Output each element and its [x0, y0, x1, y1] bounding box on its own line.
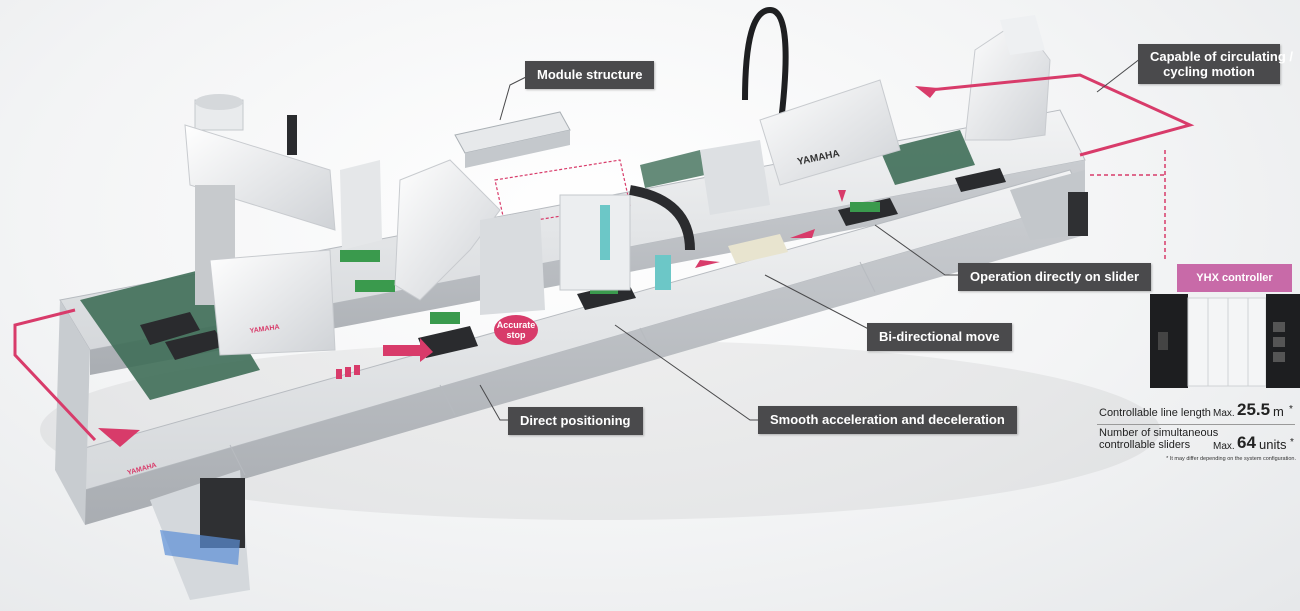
spec-sliders-unit: units	[1259, 437, 1287, 452]
callout-smooth-accel: Smooth acceleration and deceleration	[758, 406, 1017, 434]
spec-note: * It may differ depending on the system …	[1166, 456, 1296, 462]
spec-line-length-star: *	[1289, 404, 1293, 415]
spec-sliders-label-line2: controllable sliders	[1099, 439, 1191, 451]
yamaha-logo-scara: YAMAHA	[249, 324, 280, 335]
accurate-stop-line1: Accurate	[496, 320, 536, 330]
dispenser-unit	[559, 185, 695, 291]
callout-circulating-line1: Capable of circulating /	[1150, 49, 1294, 64]
scara-robot-left	[184, 94, 382, 356]
motion-arrows	[98, 86, 938, 447]
spec-divider	[1097, 424, 1295, 425]
circulation-path	[13, 73, 1195, 442]
callout-bidirectional: Bi-directional move	[867, 323, 1012, 351]
callout-circulating-line2: cycling motion	[1163, 64, 1255, 79]
left-return-unit	[55, 300, 250, 600]
scara-robot-top: YAMAHA	[700, 6, 901, 215]
spec-line-length-label: Controllable line length	[1099, 407, 1211, 419]
spec-line-length-value: 25.5	[1237, 400, 1271, 419]
controller-title: YHX controller	[1177, 264, 1292, 292]
spec-sliders-star: *	[1290, 437, 1294, 448]
callout-module-structure: Module structure	[525, 61, 655, 89]
accurate-stop-badge: Accurate stop	[494, 315, 538, 345]
callout-circulating: Capable of circulating / cycling motion	[1138, 44, 1293, 84]
sliders	[140, 168, 1006, 360]
spec-sliders-label-line1: Number of simultaneous	[1099, 427, 1219, 439]
spec-sliders-max: Max.	[1213, 441, 1235, 452]
callout-operation-on-slider: Operation directly on slider	[958, 263, 1152, 291]
spec-sliders-label: Number of simultaneous controllable slid…	[1099, 427, 1218, 451]
right-return-unit	[1010, 170, 1088, 240]
accurate-stop-line2: stop	[506, 330, 526, 340]
controller-unit-image	[1150, 294, 1300, 388]
spec-sliders: Number of simultaneous controllable slid…	[1097, 427, 1297, 455]
spec-line-length-max: Max.	[1213, 408, 1235, 419]
articulated-robot-right	[964, 15, 1051, 141]
articulated-robot-middle	[394, 159, 545, 315]
spec-sliders-value: 64	[1237, 433, 1256, 452]
spec-line-length: Controllable line length Max. 25.5 m *	[1097, 400, 1297, 422]
callout-direct-positioning: Direct positioning	[508, 407, 643, 435]
spec-line-length-unit: m	[1273, 404, 1284, 419]
